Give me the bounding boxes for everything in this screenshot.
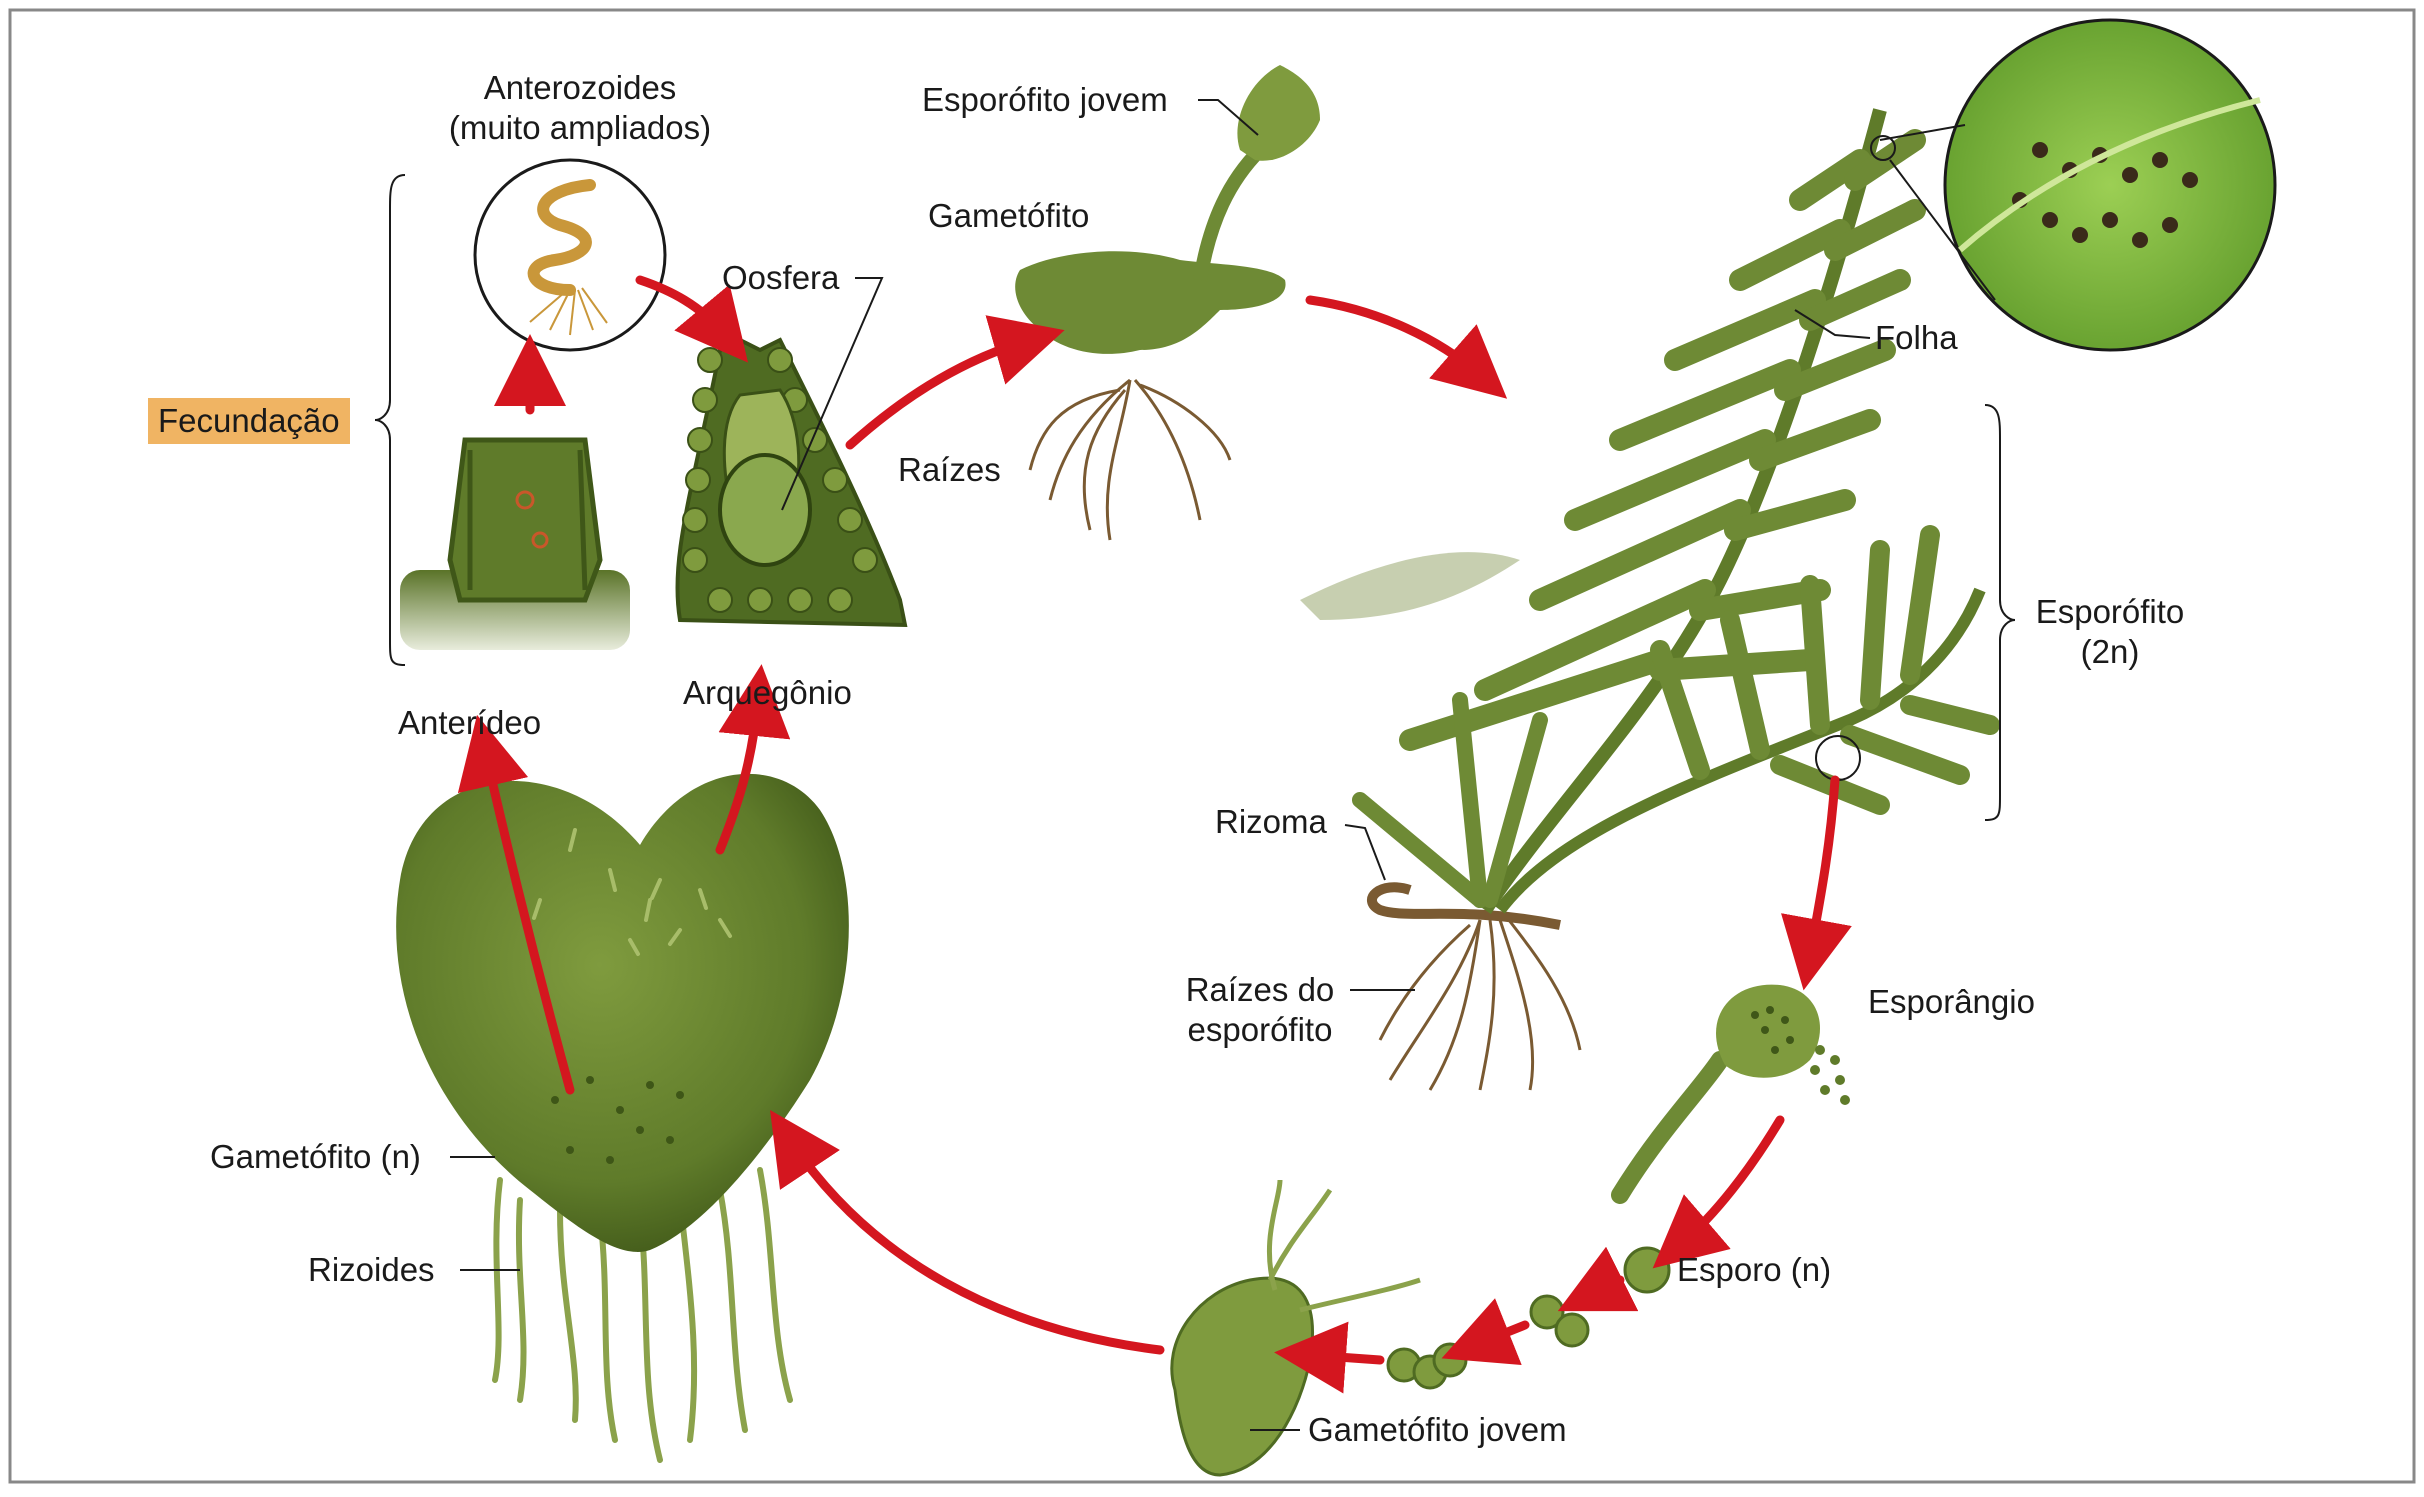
label-sporophyte-roots-line2: esporófito [1165,1010,1355,1050]
label-fertilization: Fecundação [148,398,350,444]
label-gametophyte: Gametófito [928,196,1089,236]
antherozoid-zoom-circle [475,160,665,350]
label-young-gametophyte: Gametófito jovem [1308,1410,1567,1450]
gametophyte-heart [396,774,849,1460]
label-spore: Esporo (n) [1677,1250,1831,1290]
mature-fern-illustration [1300,110,1990,1090]
label-sporophyte-2n: Esporófito (2n) [2005,592,2215,672]
label-antherozoids-line1: Anterozoides [430,68,730,108]
label-rhizome: Rizoma [1215,802,1327,842]
label-gametophyte-n: Gametófito (n) [210,1137,421,1177]
label-leaf: Folha [1875,318,1958,358]
label-archegonium: Arquegônio [683,673,852,713]
label-egg-cell: Oosfera [722,258,839,298]
label-sporophyte-roots-line1: Raízes do [1165,970,1355,1010]
spores-illustration [1388,1248,1669,1388]
label-sporophyte-roots: Raízes do esporófito [1165,970,1355,1050]
sorus-marker-circle [1816,736,1860,780]
label-sporangium: Esporângio [1868,982,2035,1022]
label-rhizoids: Rizoides [308,1250,435,1290]
label-roots: Raízes [898,450,1001,490]
label-antheridium: Anterídeo [398,703,541,743]
label-sporophyte-line1: Esporófito [2005,592,2215,632]
leaf-sori-zoom-circle [1871,20,2275,350]
archegonium-illustration [677,340,905,625]
young-sporophyte-illustration [1015,65,1320,540]
label-antherozoids: Anterozoides (muito ampliados) [430,68,730,148]
label-young-sporophyte: Esporófito jovem [922,80,1168,120]
label-sporophyte-line2: (2n) [2005,632,2215,672]
label-antherozoids-line2: (muito ampliados) [430,108,730,148]
antheridium-illustration [400,440,630,650]
sporangium-illustration [1620,985,1850,1195]
